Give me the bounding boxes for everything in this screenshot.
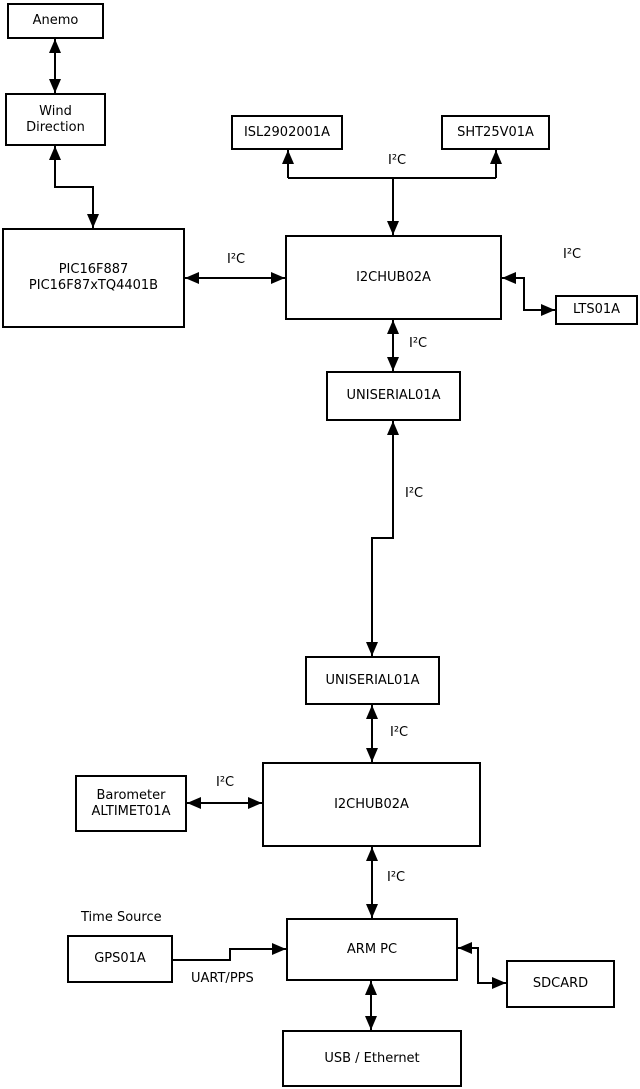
box-usb-ethernet-label: USB / Ethernet — [324, 1050, 420, 1066]
box-uniserial01a-bottom-label: UNISERIAL01A — [325, 672, 420, 688]
i2c-label-pic-hub: I²C — [227, 252, 246, 267]
box-uniserial01a-bottom: UNISERIAL01A — [305, 656, 440, 705]
box-arm-pc-label: ARM PC — [346, 941, 398, 957]
box-wind-direction-label-line2: Direction — [26, 119, 85, 135]
i2c-label-uniserial-hub2: I²C — [390, 725, 409, 740]
box-pic16f887-label-line2: PIC16F87xTQ4401B — [28, 278, 159, 293]
box-anemo: Anemo — [7, 3, 104, 39]
connector-uniserial1-uniserial2 — [366, 421, 399, 656]
box-pic16f887-label-line1: PIC16F887 — [58, 262, 129, 277]
box-barometer-label-line2: ALTIMET01A — [91, 803, 171, 819]
box-i2chub02a-top: I2CHUB02A — [285, 235, 502, 320]
box-barometer-label-line1: Barometer — [96, 787, 166, 803]
i2c-label-sensors-branch: I²C — [388, 153, 407, 168]
box-pic16f887: PIC16F887 PIC16F87xTQ4401B — [2, 228, 185, 328]
box-usb-ethernet: USB / Ethernet — [282, 1030, 462, 1087]
box-i2chub02a-top-label: I2CHUB02A — [356, 269, 431, 285]
box-lts01a: LTS01A — [555, 295, 638, 325]
connector-armpc-sdcard — [458, 942, 506, 989]
i2c-label-barometer-hub2: I²C — [216, 775, 235, 790]
box-i2chub02a-bottom-label: I2CHUB02A — [334, 796, 409, 812]
box-lts01a-label: LTS01A — [572, 302, 621, 317]
box-sht25v01a-label: SHT25V01A — [457, 124, 534, 140]
box-gps01a: GPS01A — [67, 935, 173, 983]
box-i2chub02a-bottom: I2CHUB02A — [262, 762, 481, 847]
connector-winddirection-pic — [49, 146, 99, 228]
i2c-label-uniserial-link: I²C — [405, 486, 424, 501]
box-gps01a-label: GPS01A — [94, 951, 146, 966]
box-sdcard-label: SDCARD — [532, 976, 589, 991]
box-isl2902001a: ISL2902001A — [231, 115, 343, 150]
box-isl2902001a-label: ISL2902001A — [243, 124, 331, 140]
box-anemo-label: Anemo — [32, 13, 79, 28]
uart-pps-label: UART/PPS — [191, 971, 254, 986]
box-wind-direction-label-line1: Wind — [39, 103, 72, 119]
i2c-label-lts: I²C — [563, 247, 582, 262]
box-wind-direction: Wind Direction — [5, 93, 106, 146]
box-uniserial01a-top: UNISERIAL01A — [326, 371, 461, 421]
box-sdcard: SDCARD — [506, 960, 615, 1008]
box-uniserial01a-top-label: UNISERIAL01A — [346, 388, 441, 403]
i2c-label-hub-uniserial: I²C — [409, 336, 428, 351]
box-sht25v01a: SHT25V01A — [441, 115, 550, 150]
time-source-label: Time Source — [81, 910, 162, 925]
connector-gps-armpc — [173, 943, 286, 961]
box-barometer-altimet01a: Barometer ALTIMET01A — [75, 775, 187, 832]
connector-i2chub1-lts — [502, 272, 555, 316]
i2c-label-hub2-armpc: I²C — [387, 870, 406, 885]
box-arm-pc: ARM PC — [286, 918, 458, 981]
